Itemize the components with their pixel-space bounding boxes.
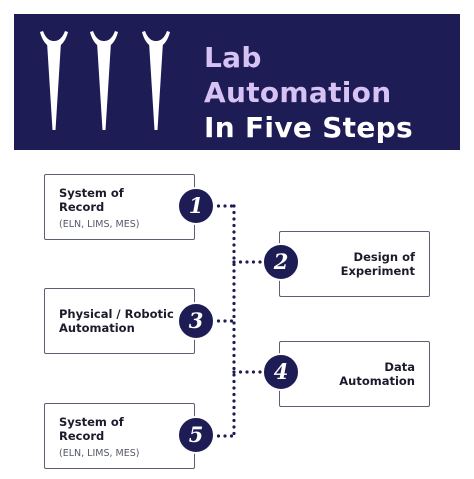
step-1-subtitle: (ELN, LIMS, MES) bbox=[59, 219, 140, 230]
title-banner: Lab Automation In Five Steps bbox=[14, 14, 460, 150]
step-2-title-line-2: Experiment bbox=[340, 264, 415, 278]
pipette-tip-icon bbox=[142, 31, 170, 130]
step-1-title-line-2: Record bbox=[59, 200, 105, 214]
title-line-1: Lab bbox=[204, 41, 262, 74]
step-5-box: System of Record (ELN, LIMS, MES) bbox=[44, 403, 195, 469]
step-5-title-line-1: System of bbox=[59, 415, 124, 429]
step-2-badge: 2 bbox=[262, 243, 300, 281]
step-5-subtitle: (ELN, LIMS, MES) bbox=[59, 448, 140, 459]
pipette-tip-icon bbox=[40, 31, 68, 130]
page-title: Lab Automation In Five Steps bbox=[204, 40, 413, 145]
step-1-title-line-1: System of bbox=[59, 186, 124, 200]
step-5-title-line-2: Record bbox=[59, 429, 105, 443]
step-2-title-line-1: Design of bbox=[353, 250, 415, 264]
title-line-3: In Five Steps bbox=[204, 111, 413, 144]
step-1-badge: 1 bbox=[177, 187, 215, 225]
step-3-title-line-2: Automation bbox=[59, 321, 135, 335]
step-2-box: Design of Experiment bbox=[279, 231, 430, 297]
pipette-illustration bbox=[40, 31, 170, 130]
step-4-box: Data Automation bbox=[279, 341, 430, 407]
step-3-box: Physical / Robotic Automation bbox=[44, 288, 195, 354]
step-3-title-line-1: Physical / Robotic bbox=[59, 307, 174, 321]
step-5-badge: 5 bbox=[177, 416, 215, 454]
step-4-title-line-1: Data bbox=[384, 360, 415, 374]
title-line-2: Automation bbox=[204, 76, 392, 109]
pipette-tip-icon bbox=[90, 31, 118, 130]
step-1-box: System of Record (ELN, LIMS, MES) bbox=[44, 174, 195, 240]
step-4-badge: 4 bbox=[262, 353, 300, 391]
step-3-badge: 3 bbox=[177, 302, 215, 340]
step-4-title-line-2: Automation bbox=[339, 374, 415, 388]
